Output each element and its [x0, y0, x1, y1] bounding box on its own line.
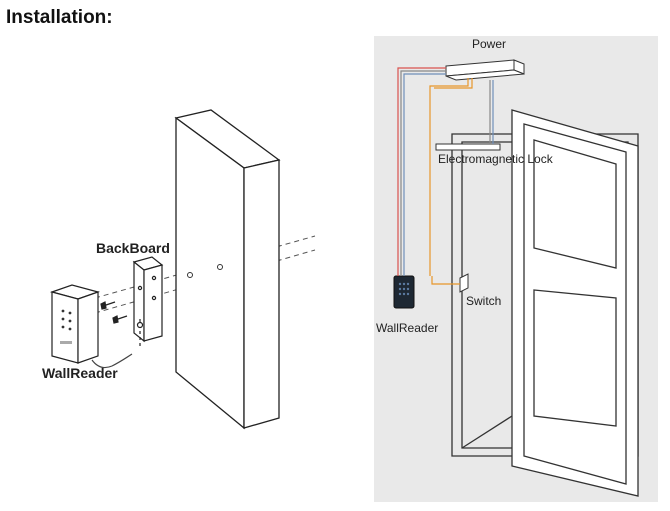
reader-cable [91, 353, 133, 369]
electromagnetic-lock [435, 143, 501, 151]
door-leaf [461, 109, 639, 497]
wire-orange-2 [431, 276, 460, 285]
switch [459, 273, 469, 293]
wallreader-device [49, 284, 101, 364]
power-label: Power [472, 37, 506, 51]
switch-label: Switch [466, 294, 501, 308]
wallreader-label: WallReader [42, 365, 118, 381]
wallreader-device [393, 275, 415, 309]
backboard-label: BackBoard [96, 240, 170, 256]
wiring-diagram: Power Electromagnetic Lock Switch WallRe… [374, 36, 658, 502]
wire-blue [403, 73, 446, 276]
wallreader-keypad [60, 309, 72, 344]
page-heading: Installation: [6, 7, 113, 28]
lock-label: Electromagnetic Lock [438, 152, 554, 166]
wall-holes [187, 264, 223, 278]
wire-orange-1 [429, 78, 469, 276]
wire-gray [400, 70, 446, 276]
power-supply [445, 59, 525, 81]
installation-drawing: BackBoard WallReader [42, 109, 316, 430]
wall-column [174, 109, 281, 430]
screws [100, 301, 144, 346]
backboard [132, 256, 164, 343]
wire-orange-3 [434, 78, 473, 89]
wires [397, 67, 494, 285]
wallreader-label: WallReader [376, 321, 438, 335]
wire-red [397, 67, 446, 276]
